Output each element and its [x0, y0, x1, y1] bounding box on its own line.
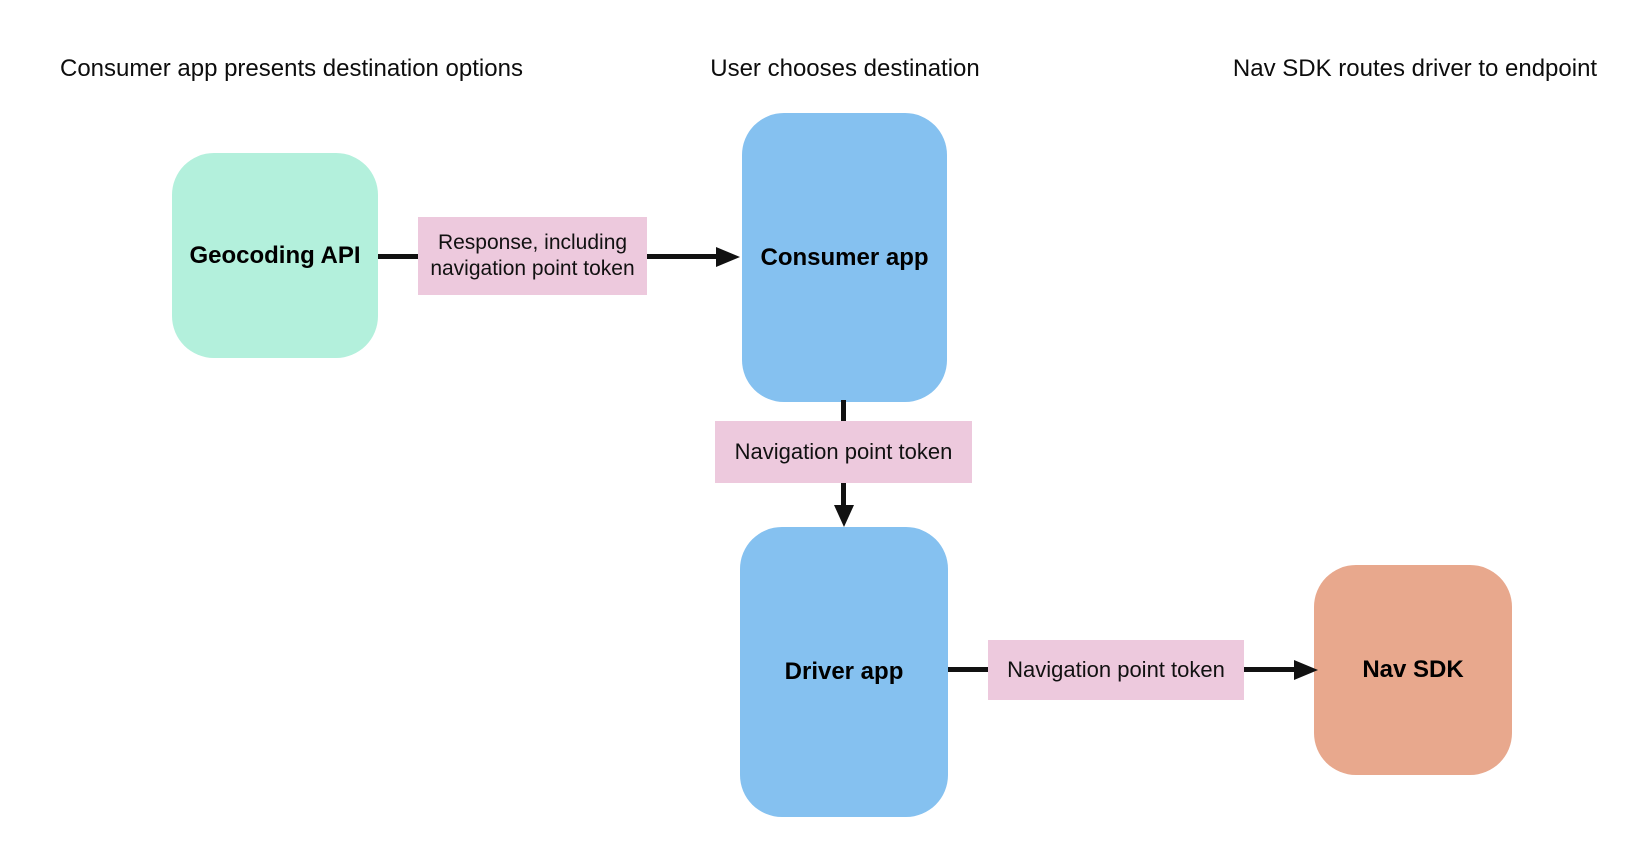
node-driver-app-label: Driver app — [784, 658, 904, 685]
edge-label-response-token: Response, including navigation point tok… — [418, 217, 647, 295]
node-geocoding-api: Geocoding API — [172, 153, 378, 358]
node-nav-sdk-label: Nav SDK — [1362, 656, 1464, 683]
connector-line-geocoding-to-label — [378, 254, 418, 259]
node-geocoding-api-label: Geocoding API — [189, 241, 361, 269]
connector-line-driver-to-label — [948, 667, 988, 672]
connector-line-label-to-driver — [841, 483, 846, 507]
arrowhead-into-driver-icon — [834, 505, 854, 527]
connector-line-consumer-to-label — [841, 400, 846, 421]
connector-line-label-to-consumer — [647, 254, 717, 259]
edge-label-navigation-point-token-2: Navigation point token — [988, 640, 1244, 700]
node-consumer-app-label: Consumer app — [760, 243, 929, 271]
stage-title-nav-sdk-routes: Nav SDK routes driver to endpoint — [1232, 55, 1598, 82]
arrowhead-into-consumer-icon — [716, 247, 740, 267]
stage-title-user-chooses: User chooses destination — [710, 55, 980, 82]
arrowhead-into-navsdk-icon — [1294, 660, 1318, 680]
node-consumer-app: Consumer app — [742, 113, 947, 402]
connector-line-label-to-navsdk — [1244, 667, 1296, 672]
edge-label-navigation-point-token-1: Navigation point token — [715, 421, 972, 483]
node-nav-sdk: Nav SDK — [1314, 565, 1512, 775]
stage-title-consumer-presents: Consumer app presents destination option… — [60, 55, 523, 82]
node-driver-app: Driver app — [740, 527, 948, 817]
